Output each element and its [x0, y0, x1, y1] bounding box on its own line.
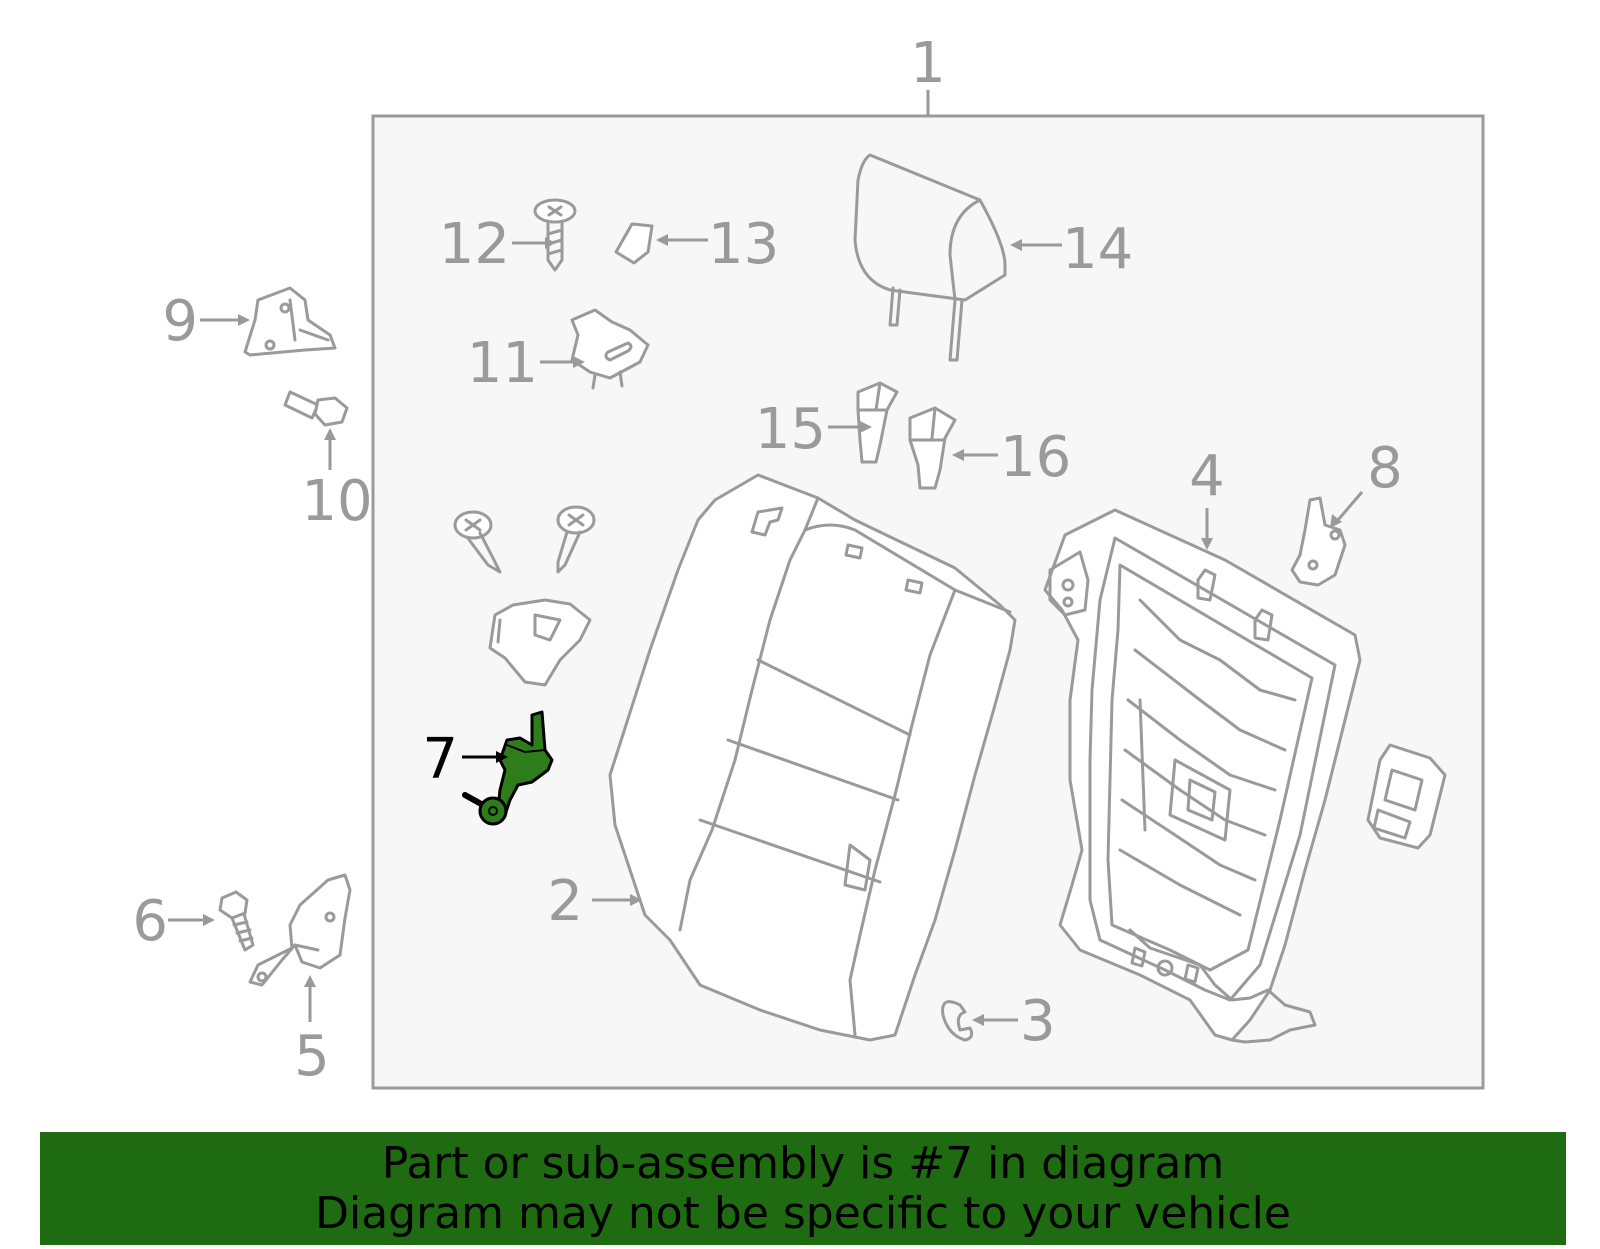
callout-9: 9 — [162, 289, 198, 354]
banner-line-2: Diagram may not be specific to your vehi… — [315, 1187, 1291, 1239]
guide-15-part[interactable] — [856, 381, 899, 464]
callout-7: 7 — [422, 727, 458, 792]
callout-6: 6 — [132, 889, 168, 954]
latch-bracket-part[interactable] — [488, 598, 592, 687]
clip-3-part[interactable] — [941, 1000, 974, 1042]
screw-right-part[interactable] — [556, 505, 596, 574]
headrest-part[interactable] — [853, 153, 1007, 362]
guide-16-part[interactable] — [908, 406, 957, 490]
callout-4: 4 — [1189, 444, 1225, 509]
callout-14: 14 — [1062, 217, 1133, 282]
release-handle-part[interactable] — [1366, 743, 1447, 850]
bracket-11-part[interactable] — [570, 308, 650, 390]
callout-8: 8 — [1367, 436, 1403, 501]
bolt-10-part[interactable] — [283, 390, 349, 427]
bracket-5-part[interactable] — [248, 873, 352, 987]
callout-15: 15 — [755, 397, 826, 462]
leader-lines — [168, 234, 1364, 1026]
callout-13: 13 — [708, 212, 779, 277]
bolt-6-part[interactable] — [218, 890, 255, 952]
callout-11: 11 — [467, 331, 538, 396]
hinge-rod-7-part[interactable] — [462, 710, 554, 826]
clip-13-part[interactable] — [614, 222, 654, 265]
screw-left-part[interactable] — [453, 510, 502, 574]
screw-12-part[interactable] — [533, 198, 577, 272]
bracket-9-part[interactable] — [243, 286, 337, 357]
banner-line-1: Part or sub-assembly is #7 in diagram — [381, 1137, 1225, 1189]
callout-12: 12 — [439, 212, 510, 277]
callout-10: 10 — [301, 469, 372, 534]
latch-8-part[interactable] — [1290, 496, 1347, 587]
seatback-frame-part[interactable] — [1043, 508, 1362, 1044]
callout-2: 2 — [547, 869, 583, 934]
callout-3: 3 — [1020, 989, 1056, 1054]
seatback-cover-part[interactable] — [608, 473, 1017, 1042]
callout-5: 5 — [294, 1024, 330, 1089]
info-banner: Part or sub-assembly is #7 in diagram Di… — [40, 1132, 1566, 1245]
callout-1: 1 — [910, 31, 946, 96]
callout-16: 16 — [1000, 425, 1071, 490]
